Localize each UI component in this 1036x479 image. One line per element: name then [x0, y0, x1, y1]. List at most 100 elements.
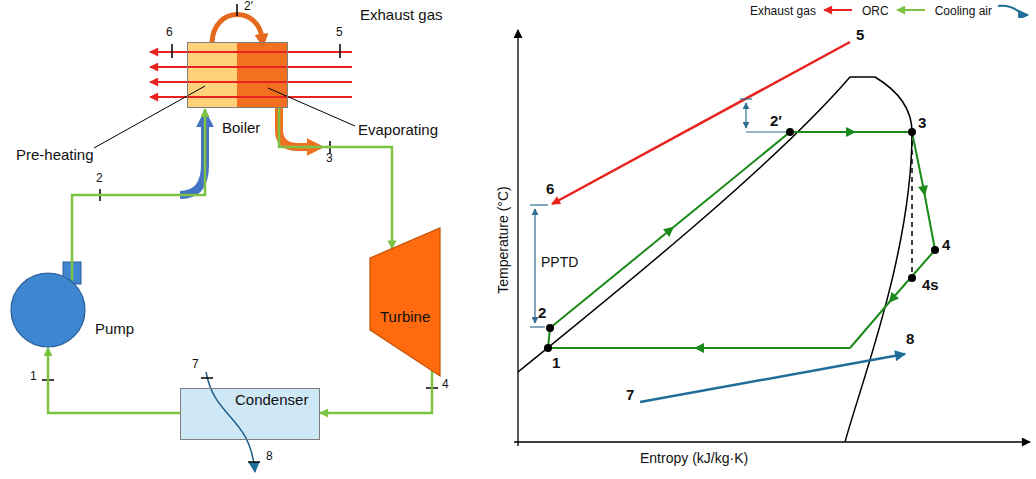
axis	[514, 441, 1030, 442]
state-point-label: 7	[626, 386, 634, 403]
exhaust-gas-line	[150, 51, 352, 53]
legend-sample	[893, 3, 927, 18]
orc-cycle-path	[850, 299, 892, 348]
section-label: Pre-heating	[16, 146, 94, 163]
legend-label: ORC	[862, 4, 889, 18]
state-tick	[339, 44, 341, 58]
legend-entry: ORC	[862, 3, 927, 18]
saturation-dome	[518, 77, 912, 442]
state-point-label: 5	[856, 26, 864, 43]
legend-entry: Cooling air	[935, 3, 1030, 18]
state-point	[544, 128, 939, 352]
legend-entry: Exhaust gas	[750, 3, 854, 18]
state-point-label: 6	[546, 180, 554, 197]
component-label: Condenser	[235, 391, 308, 408]
orc-cycle-path	[851, 131, 912, 133]
exhaust-gas-line	[150, 52, 352, 97]
state-number: 6	[166, 26, 173, 40]
component-label: Turbine	[380, 308, 430, 325]
component-label: Boiler	[222, 119, 260, 136]
state-point	[908, 128, 916, 136]
condenser-fill	[180, 388, 320, 440]
state-tick	[248, 461, 260, 463]
state-point	[546, 324, 554, 332]
pinch-bracket	[530, 99, 786, 327]
exhaust-gas-line	[150, 81, 352, 83]
state-point-label: 2′	[770, 112, 782, 129]
legend-label: Exhaust gas	[750, 4, 816, 18]
turbine-symbol: Turbine	[370, 228, 440, 376]
state-tick	[42, 4, 438, 462]
pinch-bracket	[745, 103, 746, 128]
state-point-label: 8	[906, 330, 914, 347]
state-number: 1	[30, 370, 37, 384]
pump-symbol-outline	[10, 272, 86, 348]
state-point-label: 4s	[922, 276, 939, 293]
leader-line	[268, 88, 355, 126]
state-tick	[236, 4, 238, 16]
isentropic-line	[911, 132, 913, 278]
pinch-bracket	[740, 98, 752, 99]
legend: Exhaust gas ORC Cooling air	[750, 3, 1030, 18]
legend-sample	[824, 9, 852, 11]
pinch-bracket	[530, 326, 545, 327]
recirculation-arrow	[212, 14, 262, 42]
leader-line	[94, 86, 205, 148]
cooling-air-line	[206, 372, 255, 472]
pinch-bracket	[746, 131, 786, 132]
orc-cycle-path	[790, 131, 851, 133]
axis	[514, 30, 1030, 446]
legend-sample	[897, 9, 925, 11]
legend-sample	[820, 3, 854, 18]
boiler-outlet-arrow	[279, 108, 312, 147]
legend-sample	[998, 6, 1028, 15]
dimension-label: PPTD	[541, 254, 578, 270]
state-point-label: 3	[918, 114, 926, 131]
axis-title: Entropy (kJ/kg·K)	[640, 450, 748, 466]
orc-cycle-path	[912, 132, 924, 191]
state-number: 2	[96, 172, 103, 186]
orc-cycle-path	[550, 230, 670, 328]
state-number: 3	[326, 152, 333, 166]
state-point	[544, 344, 552, 352]
pinch-bracket	[530, 204, 548, 205]
state-point-label: 1	[552, 354, 560, 371]
axis	[517, 30, 518, 446]
orc-cycle-path	[924, 191, 935, 250]
boiler-box: Boiler	[187, 42, 288, 108]
state-number: 2′	[244, 0, 253, 14]
state-point	[786, 128, 794, 136]
pump-symbol: Pump	[10, 272, 86, 348]
pump-symbol-outline	[11, 273, 85, 347]
legend-sample	[996, 3, 1030, 18]
orc-cycle-path	[670, 132, 790, 230]
state-number: 4	[442, 378, 449, 392]
flow-connector	[320, 371, 432, 413]
component-label: Pump	[95, 320, 134, 337]
exhaust-gas-line	[150, 66, 352, 68]
flow-connector	[72, 109, 205, 281]
condenser-box: Condenser	[180, 388, 320, 440]
stream-label: Exhaust gas	[360, 6, 443, 23]
pinch-bracket	[534, 209, 535, 323]
axis-title: Temperature (°C)	[495, 186, 511, 294]
flow-connector	[48, 348, 180, 413]
turbine-symbol-outline	[370, 228, 440, 376]
exhaust-gas-path	[552, 42, 850, 204]
state-point-label: 2	[538, 304, 546, 321]
cooling-air-path	[640, 354, 905, 402]
orc-cycle-path	[548, 132, 935, 348]
state-point	[908, 274, 916, 282]
state-number: 7	[192, 358, 199, 372]
turbine-symbol-outline	[370, 228, 440, 376]
state-number: 5	[336, 26, 343, 40]
state-tick	[171, 44, 173, 58]
legend-label: Cooling air	[935, 4, 992, 18]
state-point-label: 4	[942, 236, 950, 253]
boiler-inlet-arrow	[180, 122, 205, 195]
state-tick	[201, 377, 213, 379]
